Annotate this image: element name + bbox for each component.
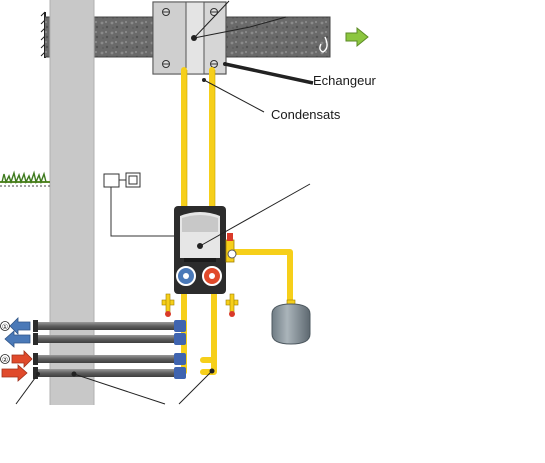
leader-lines bbox=[15, 0, 314, 405]
ground-grass-icon bbox=[0, 170, 50, 187]
label-echangeur: Echangeur bbox=[313, 73, 376, 88]
expansion-vessel-icon bbox=[271, 299, 311, 345]
pipe-unions bbox=[174, 320, 186, 379]
circuit-marker-2-label: ② bbox=[2, 356, 8, 364]
heat-exchanger bbox=[152, 1, 227, 75]
hydraulic-station bbox=[174, 206, 226, 294]
label-condensats: Condensats bbox=[271, 107, 341, 122]
return-arrow-icon bbox=[4, 317, 31, 348]
circuit-marker-1: ① bbox=[0, 321, 10, 331]
leader-dots bbox=[36, 62, 227, 377]
safety-valve bbox=[225, 233, 237, 263]
heating-circuit-pipes bbox=[33, 320, 182, 379]
circuit-marker-2: ② bbox=[0, 354, 10, 364]
isolation-valves bbox=[161, 293, 239, 317]
insulated-duct bbox=[45, 16, 331, 58]
wall-column bbox=[50, 0, 94, 405]
exhaust-flow-arrow bbox=[345, 26, 369, 48]
circuit-marker-1-label: ① bbox=[2, 323, 8, 331]
wall-anchor bbox=[40, 11, 46, 58]
control-box-icon bbox=[103, 172, 176, 237]
flow-arrow-icon bbox=[1, 350, 33, 382]
